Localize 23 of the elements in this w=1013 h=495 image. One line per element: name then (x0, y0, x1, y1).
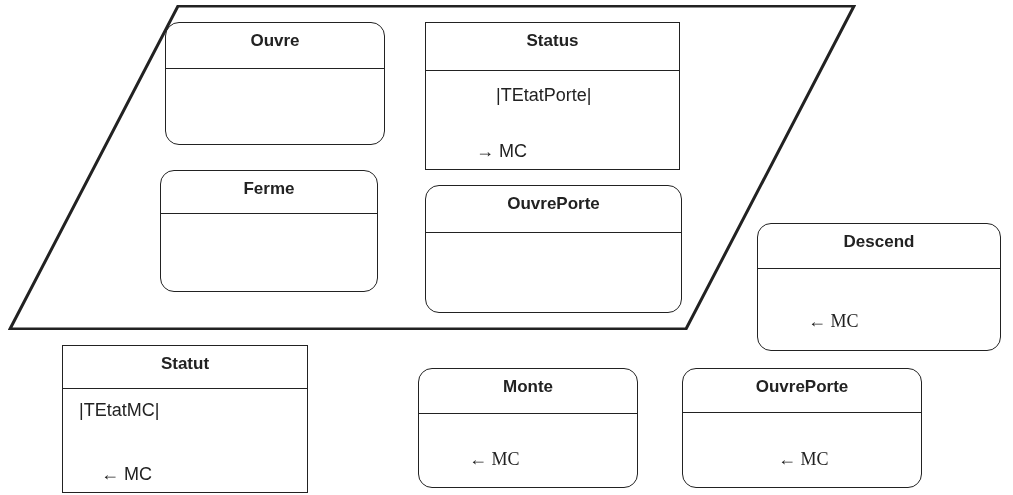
attribute-text: ← MC (101, 464, 152, 485)
box-title: Descend (842, 232, 916, 252)
attribute-text: ← MC (469, 449, 520, 470)
attribute-text: |TEtatPorte| (496, 85, 592, 106)
box-title: OuvrePorte (754, 377, 850, 397)
attribute-text: → MC (476, 141, 527, 162)
state-box (160, 170, 378, 292)
box-title: Ferme (242, 179, 296, 199)
box-title: Status (525, 31, 580, 51)
box-title: Ouvre (249, 31, 301, 51)
state-box (682, 368, 922, 488)
state-box (757, 223, 1001, 351)
attribute-text: ← MC (778, 449, 829, 470)
class-box (425, 22, 680, 170)
box-title: Monte (501, 377, 554, 397)
class-box (62, 345, 308, 493)
state-box (165, 22, 385, 145)
box-title: OuvrePorte (506, 194, 601, 214)
state-box (425, 185, 682, 313)
attribute-text: |TEtatMC| (79, 400, 160, 421)
box-title: Statut (159, 354, 211, 374)
state-box (418, 368, 638, 488)
attribute-text: ← MC (808, 311, 859, 332)
